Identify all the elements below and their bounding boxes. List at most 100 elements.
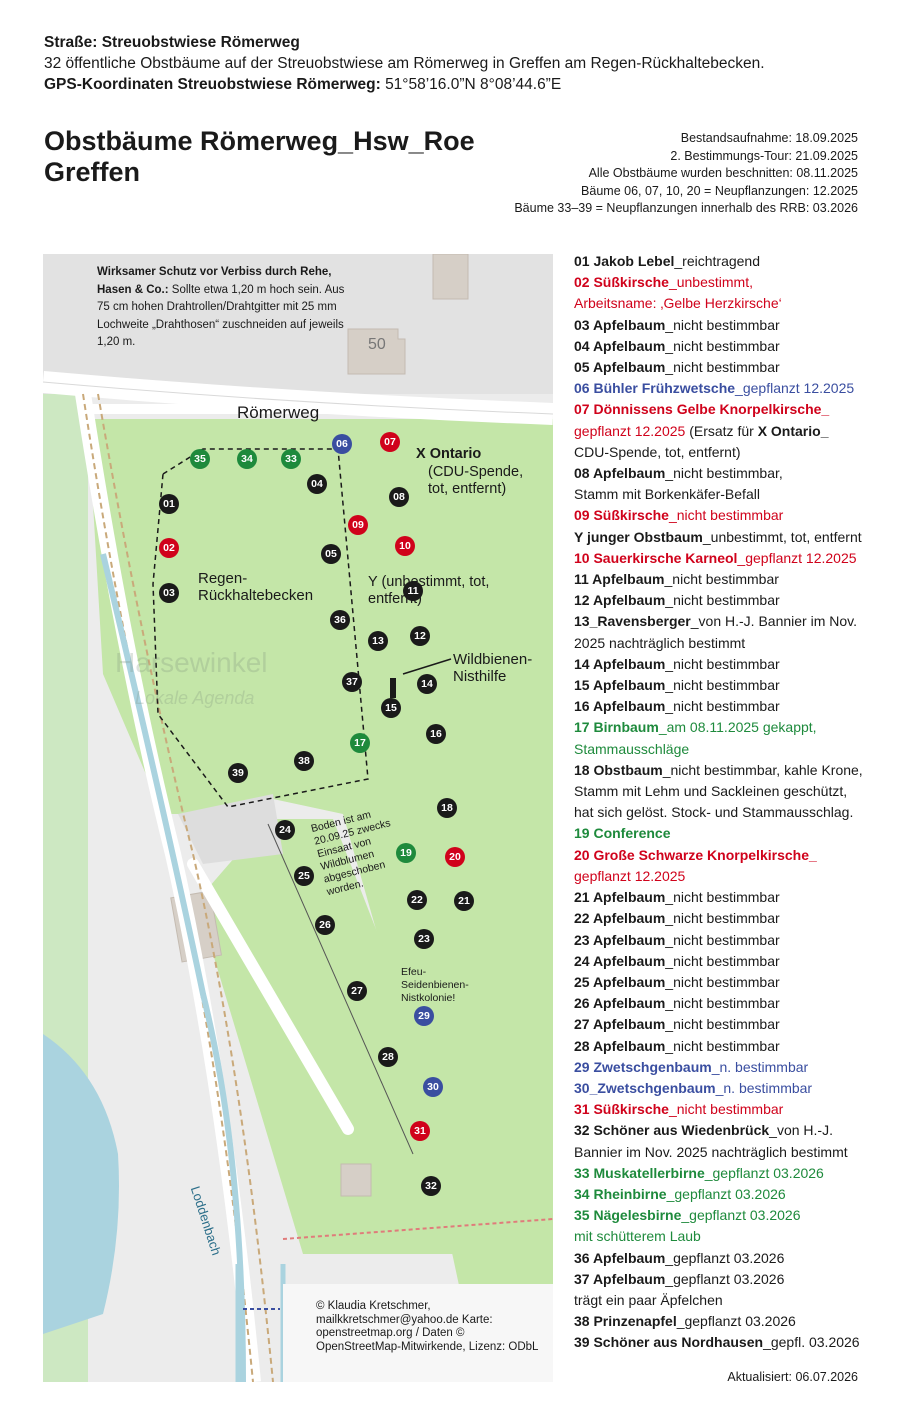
legend-row: 02 Süßkirsche_unbestimmt,	[574, 274, 753, 291]
note-bold: Wirksamer Schutz vor Verbiss durch Rehe,…	[97, 266, 332, 296]
legend-row: 31 Süßkirsche_nicht bestimmbar	[574, 1101, 784, 1118]
legend-row: 14 Apfelbaum_nicht bestimmbar	[574, 655, 780, 672]
title-line-2: Greffen	[44, 157, 141, 187]
tree-marker-03[interactable]: 03	[159, 583, 179, 603]
tree-marker-15[interactable]: 15	[381, 698, 401, 718]
tree-marker-33[interactable]: 33	[281, 449, 301, 469]
legend-row: 32 Schöner aus Wiedenbrück_von H.-J.	[574, 1122, 833, 1139]
legend-row: 18 Obstbaum_nicht bestimmbar, kahle Kron…	[574, 761, 863, 778]
road-label: Römerweg	[237, 403, 320, 422]
tree-marker-10[interactable]: 10	[395, 536, 415, 556]
tree-marker-11[interactable]: 11	[403, 581, 423, 601]
legend-row: 2025 nachträglich bestimmt	[574, 634, 746, 651]
tree-marker-34[interactable]: 34	[237, 449, 257, 469]
survey-date-line: Alle Obstbäume wurden beschnitten: 08.11…	[588, 166, 858, 180]
tree-marker-23[interactable]: 23	[414, 929, 434, 949]
ontario-sub: (CDU-Spende, tot, entfernt)	[428, 464, 524, 497]
legend-row: 28 Apfelbaum_nicht bestimmbar	[574, 1037, 780, 1054]
legend-row: 07 Dönnissens Gelbe Knorpelkirsche_	[574, 401, 830, 418]
title-line-1: Obstbäume Römerweg_Hsw_Roe	[44, 126, 475, 156]
tree-marker-37[interactable]: 37	[342, 672, 362, 692]
tree-marker-04[interactable]: 04	[307, 474, 327, 494]
legend-row: 26 Apfelbaum_nicht bestimmbar	[574, 995, 780, 1012]
tree-marker-07[interactable]: 07	[380, 432, 400, 452]
legend-row: CDU-Spende, tot, entfernt)	[574, 443, 741, 460]
legend-row: mit schütterem Laub	[574, 1228, 701, 1245]
house-number: 50	[368, 336, 386, 353]
watermark-sub: Lokale Agenda	[135, 688, 255, 708]
legend-row: 03 Apfelbaum_nicht bestimmbar	[574, 316, 780, 333]
legend-row: 30_Zwetschgenbaum_n. bestimmbar	[574, 1079, 813, 1096]
tree-marker-05[interactable]: 05	[321, 544, 341, 564]
legend-row: 12 Apfelbaum_nicht bestimmbar	[574, 592, 780, 609]
legend-row: Arbeitsname: ‚Gelbe Herzkirsche‘	[574, 295, 782, 312]
tree-marker-16[interactable]: 16	[426, 724, 446, 744]
watermark-title: Harsewinkel	[115, 647, 268, 678]
tree-marker-27[interactable]: 27	[347, 981, 367, 1001]
legend-row: gepflanzt 12.2025 (Ersatz für X Ontario_	[574, 422, 829, 439]
legend-row: hat sich gelöst. Stock- und Stammausschl…	[574, 804, 854, 821]
wildbienen-label: Wildbienen- Nisthilfe	[453, 651, 533, 685]
tree-marker-12[interactable]: 12	[410, 626, 430, 646]
legend-row: trägt ein paar Äpfelchen	[574, 1291, 723, 1308]
legend-row: 36 Apfelbaum_gepflanzt 03.2026	[574, 1249, 785, 1266]
protection-note: Wirksamer Schutz vor Verbiss durch Rehe,…	[97, 264, 359, 352]
legend-row: 34 Rheinbirne_gepflanzt 03.2026	[574, 1185, 786, 1202]
tree-marker-06[interactable]: 06	[332, 434, 352, 454]
legend-row: 39 Schöner aus Nordhausen_gepfl. 03.2026	[574, 1334, 860, 1351]
legend-row: 16 Apfelbaum_nicht bestimmbar	[574, 698, 780, 715]
legend-row: 05 Apfelbaum_nicht bestimmbar	[574, 359, 780, 376]
tree-marker-02[interactable]: 02	[159, 538, 179, 558]
tree-marker-29[interactable]: 29	[414, 1006, 434, 1026]
legend-row: Stamm mit Borkenkäfer-Befall	[574, 486, 760, 503]
survey-date-line: Bestandsaufnahme: 18.09.2025	[680, 131, 858, 145]
legend-row: 35 Nägelesbirne_gepflanzt 03.2026	[574, 1207, 801, 1224]
tree-legend: 01 Jakob Lebel_reichtragend 02 Süßkirsche…	[574, 251, 894, 1354]
y-label: Y (unbestimmt, tot, entfernt)	[368, 574, 490, 607]
street-line: Straße: Streuobstwiese Römerweg	[44, 34, 300, 51]
legend-row: 19 Conference	[574, 825, 671, 842]
legend-row: 29 Zwetschgenbaum_n. bestimmbar	[574, 1058, 809, 1075]
tree-marker-08[interactable]: 08	[389, 487, 409, 507]
legend-row: 38 Prinzenapfel_gepflanzt 03.2026	[574, 1313, 796, 1330]
tree-marker-22[interactable]: 22	[407, 890, 427, 910]
legend-row: 22 Apfelbaum_nicht bestimmbar	[574, 910, 780, 927]
tree-marker-19[interactable]: 19	[396, 843, 416, 863]
tree-marker-26[interactable]: 26	[315, 915, 335, 935]
tree-marker-35[interactable]: 35	[190, 449, 210, 469]
survey-date-line: Bäume 33–39 = Neupflanzungen innerhalb d…	[514, 201, 858, 215]
tree-marker-31[interactable]: 31	[410, 1121, 430, 1141]
tree-marker-20[interactable]: 20	[445, 847, 465, 867]
map-base	[43, 254, 553, 1382]
tree-marker-28[interactable]: 28	[378, 1047, 398, 1067]
legend-row: 13_Ravensberger_von H.-J. Bannier im Nov…	[574, 613, 857, 630]
tree-marker-30[interactable]: 30	[423, 1077, 443, 1097]
tree-marker-36[interactable]: 36	[330, 610, 350, 630]
survey-dates: Bestandsaufnahme: 18.09.2025 2. Bestimmun…	[514, 130, 858, 218]
tree-marker-18[interactable]: 18	[437, 798, 457, 818]
legend-row: Bannier im Nov. 2025 nachträglich bestim…	[574, 1143, 848, 1160]
tree-marker-25[interactable]: 25	[294, 866, 314, 886]
legend-row: 23 Apfelbaum_nicht bestimmbar	[574, 931, 780, 948]
tree-marker-14[interactable]: 14	[417, 674, 437, 694]
tree-marker-09[interactable]: 09	[348, 515, 368, 535]
tree-marker-38[interactable]: 38	[294, 751, 314, 771]
rrb-label: Regen- Rückhaltebecken	[198, 570, 314, 604]
legend-row: 21 Apfelbaum_nicht bestimmbar	[574, 889, 780, 906]
legend-row: 37 Apfelbaum_gepflanzt 03.2026	[574, 1270, 785, 1287]
legend-row: 10 Sauerkirsche Karneol_gepflanzt 12.202…	[574, 549, 857, 566]
tree-marker-39[interactable]: 39	[228, 763, 248, 783]
survey-date-line: 2. Bestimmungs-Tour: 21.09.2025	[670, 148, 858, 163]
tree-marker-32[interactable]: 32	[421, 1176, 441, 1196]
legend-row: 27 Apfelbaum_nicht bestimmbar	[574, 1016, 780, 1033]
description-line: 32 öffentliche Obstbäume auf der Streuob…	[44, 55, 765, 72]
legend-row: 08 Apfelbaum_nicht bestimmbar,	[574, 465, 783, 482]
map[interactable]: Römerweg 50 X Ontario (CDU-Spende, tot, …	[43, 254, 553, 1382]
tree-marker-24[interactable]: 24	[275, 820, 295, 840]
efeu-note: Efeu- Seidenbienen- Nistkolonie!	[401, 966, 469, 1004]
tree-marker-01[interactable]: 01	[159, 494, 179, 514]
tree-marker-17[interactable]: 17	[350, 733, 370, 753]
legend-row: 01 Jakob Lebel_reichtragend	[574, 253, 761, 269]
tree-marker-21[interactable]: 21	[454, 891, 474, 911]
tree-marker-13[interactable]: 13	[368, 631, 388, 651]
